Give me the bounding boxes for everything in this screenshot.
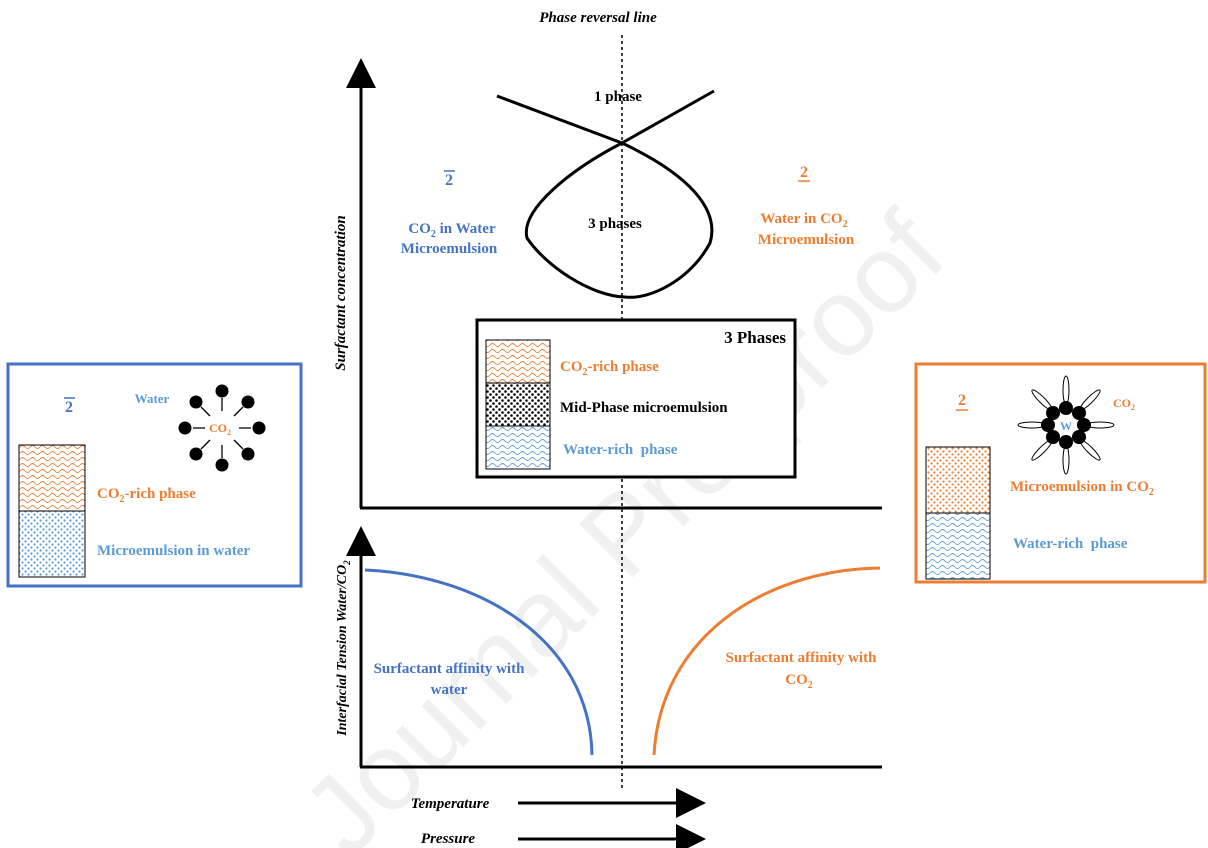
box-water-rich-layer: [485, 425, 551, 470]
left-panel-water-label: Water: [135, 391, 170, 406]
left-region-line1: CO2 in Water: [408, 221, 496, 240]
pressure-label: Pressure: [421, 831, 476, 847]
right-region-line2: Microemulsion: [758, 232, 855, 248]
left-panel-symbol: 2: [65, 399, 73, 416]
right-panel-co2-phase-label: Microemulsion in CO2: [1010, 479, 1154, 498]
box-co2-rich-label: CO2-rich phase: [560, 359, 659, 378]
water-affinity-label-1: Surfactant affinity with: [374, 661, 525, 677]
box-co2-rich-layer: [485, 339, 551, 384]
tension-y-label: Interfacial Tension Water/CO2: [335, 560, 352, 737]
right-panel-co2-layer: [925, 446, 991, 514]
box-water-rich-label: Water-rich phase: [563, 442, 678, 458]
box-mid-phase-label: Mid-Phase microemulsion: [560, 400, 728, 416]
right-panel-water-layer: [925, 512, 991, 580]
left-region-line2: Microemulsion: [401, 241, 498, 257]
right-panel-co2-label: CO2: [1113, 396, 1135, 412]
left-panel-water-layer: [18, 510, 86, 578]
three-phases-box-title: 3 Phases: [724, 328, 786, 347]
watermark: Journal Pre-proof: [280, 189, 968, 848]
reverse-micelle-icon: W: [1017, 375, 1115, 475]
water-affinity-label-2: water: [431, 682, 468, 698]
box-mid-phase-layer: [485, 382, 551, 427]
left-panel-co2-layer: [18, 444, 86, 512]
co2-affinity-curve: [652, 566, 881, 756]
left-region-symbol: 2: [445, 172, 453, 189]
normal-micelle-icon: CO2: [178, 384, 266, 472]
normal-micelle-core-label: CO2: [209, 421, 231, 437]
reverse-micelle-core-label: W: [1060, 419, 1072, 433]
water-affinity-curve: [364, 568, 594, 756]
three-phase-loop-curve: [524, 141, 714, 299]
phase-diagram-y-label: Surfactant concentration: [333, 215, 349, 370]
right-region-symbol: 2: [800, 164, 808, 181]
temperature-label: Temperature: [411, 796, 490, 812]
three-phases-label: 3 phases: [588, 216, 642, 232]
right-region-line1: Water in CO2: [760, 211, 847, 230]
co2-affinity-label-2: CO2: [785, 672, 813, 691]
one-phase-label: 1 phase: [594, 89, 642, 105]
phase-reversal-label: Phase reversal line: [539, 10, 657, 26]
left-panel-co2-label: CO2-rich phase: [97, 486, 196, 505]
right-panel-water-phase-label: Water-rich phase: [1013, 536, 1128, 552]
co2-affinity-label-1: Surfactant affinity with: [726, 650, 877, 666]
right-panel-symbol: 2: [958, 392, 966, 409]
left-panel-water-label-phase: Microemulsion in water: [97, 543, 250, 559]
